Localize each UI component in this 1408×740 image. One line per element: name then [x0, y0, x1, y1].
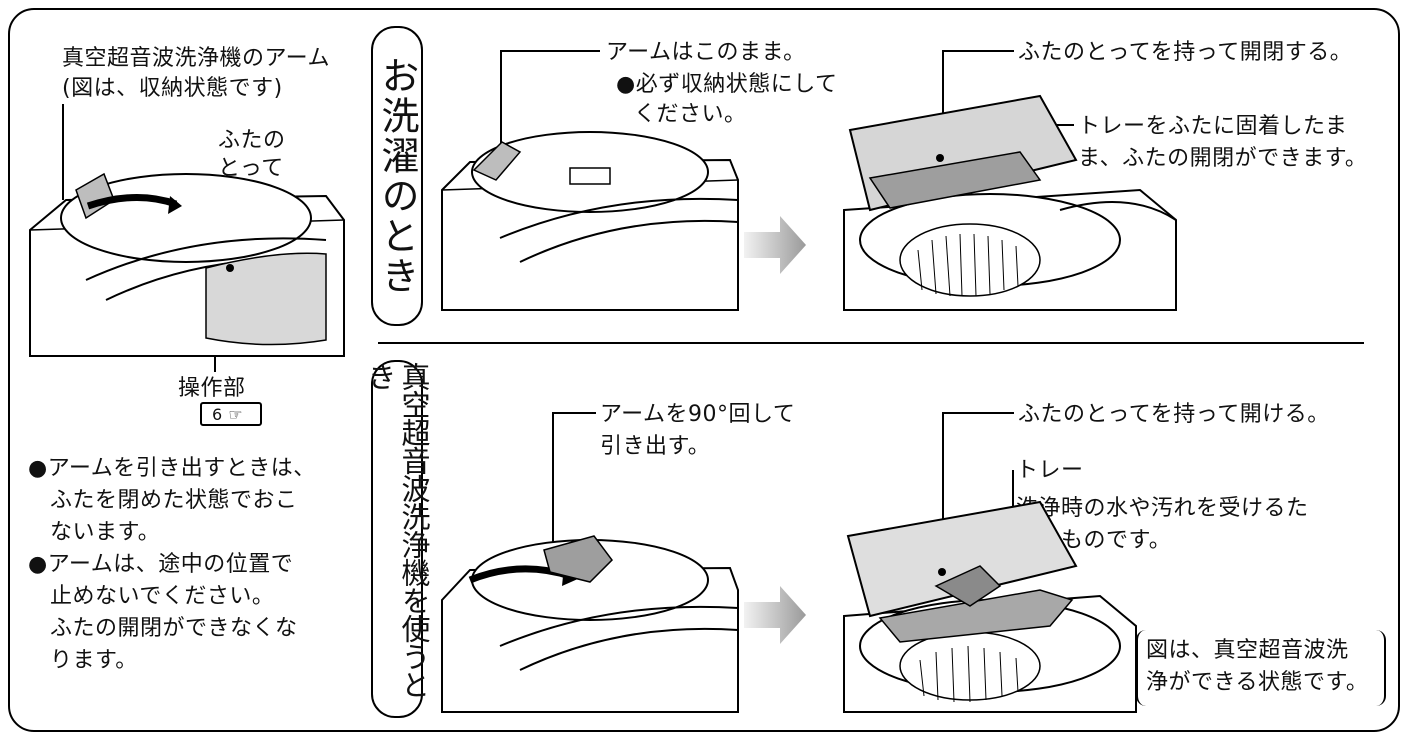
washing-arm-leader-h: [500, 50, 600, 52]
arrow-right-icon-2: [744, 586, 806, 644]
washer-cleaner-mode-illustration: [843, 500, 1137, 713]
tray-desc: 洗浄時の水や汚れを受けるた: [1016, 496, 1309, 521]
cleaner-arm-leader-h: [552, 412, 596, 414]
washing-section-label-text: お洗濯のとき: [375, 56, 419, 296]
tray-title: トレー: [1016, 458, 1084, 483]
cleaner-arm-leader-v: [552, 412, 554, 542]
washing-arm-note-2: ●必ず収納状態にして: [616, 72, 838, 97]
cleaner-lid-leader-h: [942, 412, 1014, 414]
arm-leader-line: [62, 104, 64, 200]
page-ref-number: 6: [212, 404, 223, 424]
washing-arm-note-3: ください。: [634, 102, 747, 127]
page-ref-badge: 6 ☞: [200, 402, 262, 426]
state-note-bracket-left: [1136, 630, 1148, 706]
cleaner-lid-leader-v: [942, 412, 944, 542]
page-frame: [8, 8, 1400, 732]
arm-label: 真空超音波洗浄機のアーム: [62, 46, 331, 71]
note-line-5: 止めないでください。: [50, 584, 275, 609]
cleaner-section-label: 真空超音波洗浄機を使うとき: [363, 360, 431, 718]
washer-lid-open-illustration: [843, 94, 1177, 311]
control-label: 操作部: [178, 376, 246, 401]
washing-lid-leader-v: [942, 50, 944, 162]
washing-section-label: お洗濯のとき: [371, 26, 423, 326]
cleaner-section-label-text: 真空超音波洗浄機を使うとき: [363, 362, 431, 698]
washing-tray-note: トレーをふたに固着したま: [1078, 114, 1348, 139]
arm-label-note: (図は、収納状態です): [62, 76, 283, 101]
washer-arm-extended-illustration: [441, 535, 739, 713]
note-line-7: ります。: [50, 648, 138, 673]
cleaner-arm-note-2: 引き出す。: [600, 434, 711, 459]
arrow-right-icon: [744, 216, 806, 274]
cleaner-arm-note: アームを90°回して: [600, 402, 796, 427]
washing-arm-leader-v: [500, 50, 502, 150]
state-note-2: 浄ができる状態です。: [1146, 670, 1369, 695]
cleaner-lid-note: ふたのとってを持って開ける。: [1018, 402, 1330, 427]
washing-lid-leader-h: [942, 50, 1014, 52]
washer-closed-illustration: [29, 172, 345, 357]
note-line-6: ふたの開閉ができなくな: [50, 616, 298, 641]
washing-tray-note-2: ま、ふたの開閉ができます。: [1078, 146, 1368, 171]
pointing-hand-icon: ☞: [228, 404, 243, 424]
note-line-3: ないます。: [50, 520, 161, 545]
state-note-bracket-right: [1374, 630, 1386, 706]
note-line-2: ふたを閉めた状態でおこ: [50, 488, 298, 513]
section-divider: [378, 342, 1364, 344]
washer-arm-stored-illustration: [441, 131, 739, 311]
note-line-4: ●アームは、途中の位置で: [28, 552, 294, 577]
washing-lid-note: ふたのとってを持って開閉する。: [1018, 40, 1353, 65]
handle-label: ふたの: [218, 128, 286, 153]
washing-arm-note: アームはこのまま。: [606, 40, 806, 65]
state-note: 図は、真空超音波洗: [1146, 638, 1349, 663]
note-line-1: ●アームを引き出すときは、: [28, 456, 316, 481]
tray-leader: [1012, 470, 1014, 540]
